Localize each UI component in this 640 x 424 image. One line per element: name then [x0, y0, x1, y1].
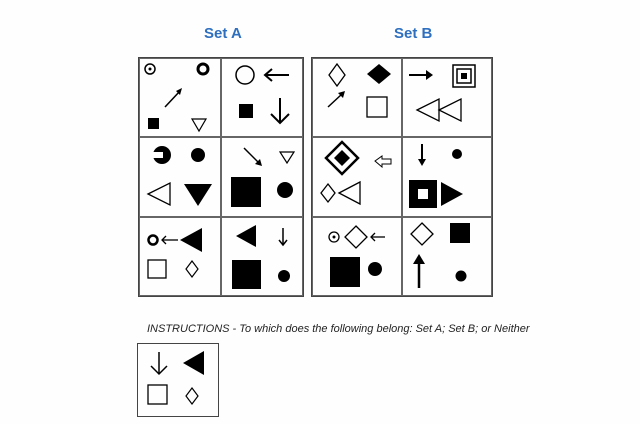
set-a-title: Set A [204, 25, 242, 42]
set-a-panel-2 [221, 58, 303, 138]
instructions-text: INSTRUCTIONS - To which does the followi… [147, 323, 530, 335]
set-b-panel-5 [312, 216, 402, 296]
set-b-panel-2 [402, 58, 492, 138]
set-a-panel-1 [139, 58, 221, 138]
set-a-panel-5 [139, 216, 221, 296]
panel-figures [147, 351, 204, 405]
panel-figures [232, 224, 290, 289]
question-panel [137, 343, 219, 417]
panel-figures [235, 65, 290, 125]
set-b-title: Set B [394, 25, 433, 42]
set-a-panel-4 [221, 137, 303, 217]
set-b-panel-6 [402, 216, 492, 296]
set-a-panel-3 [139, 137, 221, 217]
panel-figures [409, 64, 476, 123]
panel-figures [146, 146, 212, 207]
panel-figures [409, 144, 463, 209]
panel-figures [144, 62, 210, 133]
panel-figures [231, 147, 296, 208]
panel-figures [327, 62, 391, 118]
panel-figures [147, 227, 202, 279]
set-b-panel-1 [312, 58, 402, 138]
panel-figures [320, 140, 392, 206]
set-a-panel-6 [221, 216, 303, 296]
panel-figures [410, 221, 470, 288]
set-b-panel-4 [402, 137, 492, 217]
set-a-grid [138, 57, 304, 297]
set-b-panel-3 [312, 137, 402, 217]
set-b-grid [311, 57, 493, 297]
panel-figures [328, 224, 385, 287]
